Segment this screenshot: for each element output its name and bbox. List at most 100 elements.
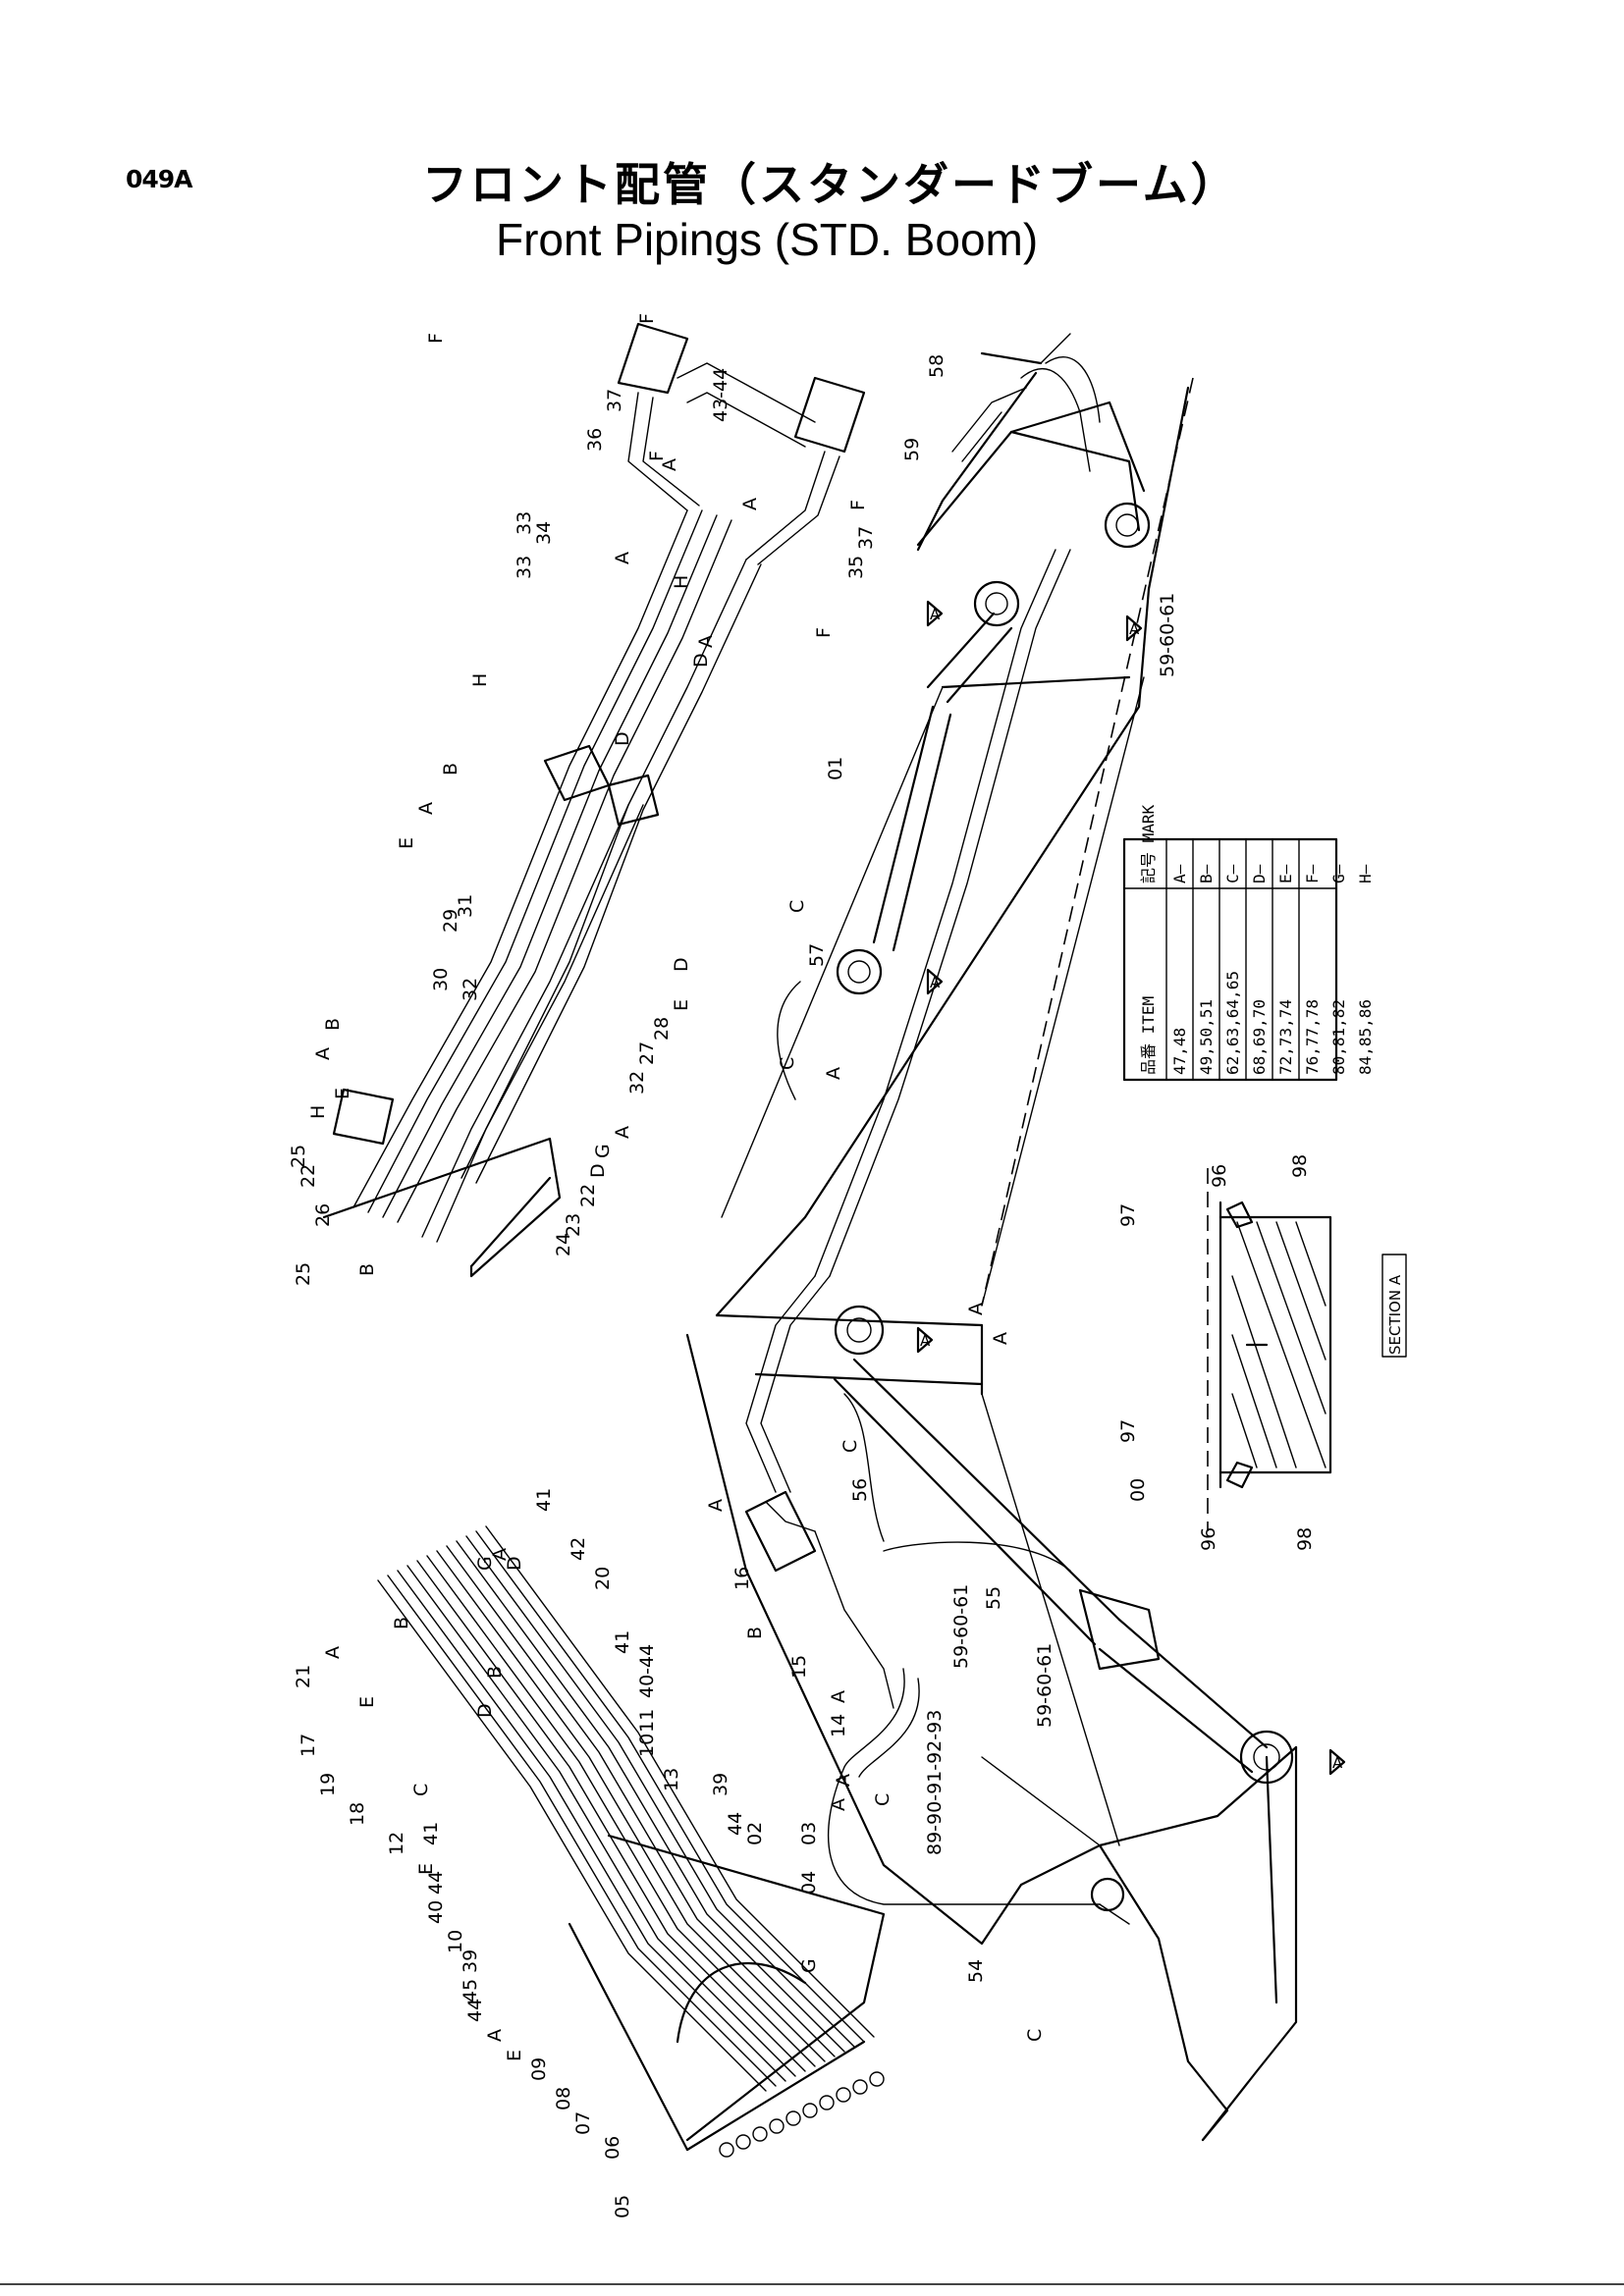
callout-lower: 19	[317, 1773, 339, 1796]
callout-boom: 00	[1127, 1478, 1149, 1502]
section-a-marker: A	[1125, 614, 1143, 642]
pin-bosses	[834, 502, 1294, 1912]
callout-lower: 10	[445, 1930, 466, 1953]
callout-boom: A	[990, 1332, 1011, 1345]
callout-upper: 31	[455, 894, 476, 918]
table-mark-cell: H―	[1356, 864, 1375, 883]
callout-lower: 21	[293, 1665, 314, 1688]
callout-boom: 98	[1289, 1154, 1311, 1178]
cylinders	[833, 612, 1269, 1774]
callout-lower: 45	[460, 1979, 481, 2002]
table-mark-cell: A―	[1170, 864, 1189, 883]
page-code: 049A	[126, 165, 193, 193]
callout-upper: A	[695, 635, 717, 648]
callout-lower: B	[391, 1617, 412, 1629]
callout-upper: 43-44	[710, 368, 731, 422]
table-item-cell: 84,85,86	[1356, 999, 1375, 1075]
callout-lower: G	[474, 1556, 496, 1571]
callout-boom: C	[1024, 2029, 1046, 2042]
callout-lower: 40-44	[636, 1644, 658, 1698]
callout-lower: 39	[460, 1949, 481, 1973]
callout-upper: D	[587, 1163, 609, 1178]
callout-upper: E	[396, 837, 417, 849]
callout-boom: A	[823, 1067, 844, 1080]
callout-upper: F	[813, 627, 835, 638]
callout-lower: 20	[592, 1567, 614, 1590]
section-a-label: SECTION A	[1386, 1274, 1404, 1355]
table-mark-cell: G―	[1329, 864, 1348, 883]
callout-upper: 29	[440, 909, 461, 933]
callout-upper: D	[671, 957, 692, 972]
callout-lower: 44	[425, 1871, 447, 1895]
callout-upper: B	[356, 1263, 378, 1276]
callout-upper: 24	[553, 1233, 574, 1256]
callout-boom: 15	[788, 1655, 810, 1679]
table-mark-cell: C―	[1223, 864, 1242, 883]
callout-boom: 59-60-61	[950, 1584, 972, 1669]
callout-upper: 32	[626, 1071, 648, 1095]
callout-boom: A	[705, 1499, 727, 1512]
callout-lower: 44	[464, 1999, 486, 2022]
callout-boom: A	[833, 1774, 854, 1787]
callout-upper: 36	[584, 428, 606, 452]
callout-upper: A	[739, 498, 761, 510]
callout-lower: 10	[636, 1734, 658, 1757]
callout-lower: C	[410, 1784, 432, 1796]
callout-upper: 32	[460, 978, 481, 1001]
callout-upper: D	[612, 731, 633, 746]
callout-upper: 35	[845, 556, 867, 579]
callout-upper: 28	[651, 1017, 673, 1041]
callout-boom: 59-60-61	[1034, 1643, 1056, 1728]
page-title-japanese: フロント配管（スタンダードブーム）	[422, 158, 1239, 211]
callout-upper: A	[612, 1126, 633, 1139]
table-item-cell: 76,77,78	[1303, 999, 1322, 1075]
callout-boom: 96	[1209, 1164, 1230, 1188]
callout-lower: 41	[420, 1822, 442, 1845]
callout-lower: E	[415, 1863, 437, 1875]
table-item-cell: 47,48	[1170, 1028, 1189, 1075]
callout-lower: 44	[725, 1812, 746, 1836]
callout-lower: 08	[553, 2087, 574, 2110]
callout-lower: 09	[528, 2057, 550, 2081]
callout-lower: 07	[572, 2111, 594, 2135]
callout-upper: 33	[514, 511, 535, 535]
callout-lower: 39	[710, 1773, 731, 1796]
callout-lower: 13	[661, 1768, 682, 1791]
callout-boom: 01	[825, 757, 846, 780]
callout-lower: E	[356, 1696, 378, 1708]
callout-lower: 04	[798, 1871, 820, 1895]
callout-upper: 27	[636, 1041, 658, 1065]
hose-end-fittings	[719, 2071, 885, 2158]
table-header-mark: 記号 MARK	[1139, 804, 1158, 883]
boom-outline	[685, 333, 1298, 2142]
callout-upper: A	[415, 802, 437, 815]
callout-lower: 42	[568, 1537, 589, 1561]
callout-upper: 22	[577, 1184, 599, 1207]
section-a-marker: A	[916, 1326, 934, 1354]
callout-lower: 12	[386, 1832, 407, 1855]
section-a-marker-letter: A	[930, 606, 941, 623]
callout-boom: 97	[1117, 1203, 1139, 1227]
callout-lower: 40	[425, 1900, 447, 1924]
callout-boom: 55	[983, 1586, 1004, 1610]
callout-upper: F	[636, 313, 658, 324]
section-a-marker-letter: A	[930, 974, 941, 991]
callout-boom: 58	[926, 354, 947, 378]
callout-lower: 11	[636, 1709, 658, 1733]
callout-lower: D	[474, 1703, 496, 1718]
callout-upper: 23	[563, 1213, 584, 1237]
callout-lower: 18	[347, 1802, 368, 1826]
callout-lower: G	[798, 1958, 820, 1973]
callout-boom: A	[828, 1690, 849, 1703]
callout-upper: 25	[293, 1262, 314, 1286]
footer-rule	[0, 2283, 1624, 2285]
callout-upper: 22	[298, 1164, 319, 1188]
callout-boom: C	[786, 900, 808, 913]
callout-lower: 06	[602, 2136, 623, 2160]
callout-upper: G	[592, 1144, 614, 1158]
callout-upper: B	[322, 1018, 344, 1031]
callout-boom: 59	[901, 438, 923, 461]
callout-upper: A	[659, 458, 680, 471]
